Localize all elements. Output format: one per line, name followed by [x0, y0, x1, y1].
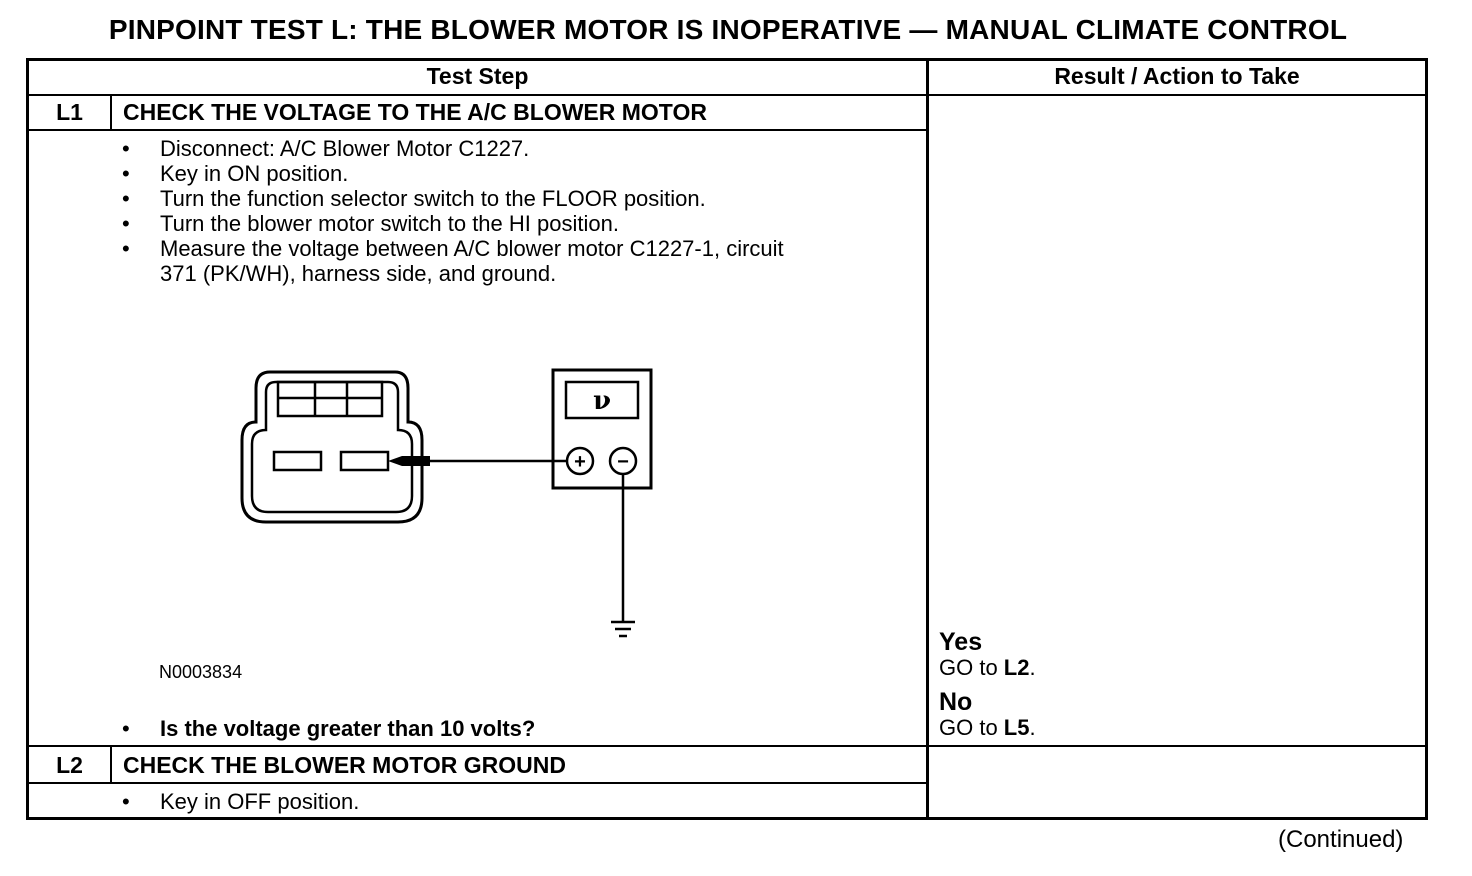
positive-terminal-icon — [565, 446, 595, 476]
table-border-top — [26, 58, 1428, 61]
svg-text:−: − — [617, 451, 629, 473]
page-title: PINPOINT TEST L: THE BLOWER MOTOR IS INO… — [108, 14, 1348, 45]
step-title-l2: CHECK THE BLOWER MOTOR GROUND — [123, 752, 566, 778]
step-question-l1: •Is the voltage greater than 10 volts? — [122, 716, 536, 741]
bullet-icon: • — [122, 716, 130, 741]
step-instructions-l2: •Key in OFF position. — [122, 789, 360, 814]
svg-text:+: + — [574, 451, 586, 473]
link-l2[interactable]: L2 — [1003, 655, 1030, 680]
bullet-icon: • — [122, 236, 130, 261]
figure-id: N0003834 — [159, 662, 243, 682]
ground-symbol-icon — [611, 620, 635, 638]
bullet-icon: • — [122, 161, 130, 186]
list-item: •Measure the voltage between A/C blower … — [122, 236, 784, 261]
step-id-l1: L1 — [56, 99, 83, 125]
l2-id-divider — [110, 746, 112, 783]
list-item: •Disconnect: A/C Blower Motor C1227. — [122, 136, 530, 161]
bullet-icon: • — [122, 136, 130, 161]
result-no-label: No — [939, 688, 973, 716]
connector-terminal-2 — [272, 450, 323, 472]
header-test-step: Test Step — [426, 63, 529, 89]
list-item: •Turn the blower motor switch to the HI … — [122, 211, 619, 236]
column-divider — [926, 58, 929, 820]
test-probe-icon — [388, 456, 430, 466]
bullet-icon: • — [122, 789, 130, 814]
header-rule — [26, 94, 1428, 96]
voltmeter-display — [564, 380, 640, 420]
result-no-action: GO to L5. — [939, 715, 1036, 740]
voltmeter-symbol: ν — [593, 386, 611, 416]
connector-outline-icon — [240, 370, 424, 524]
table-border-right — [1425, 58, 1428, 820]
bullet-icon: • — [122, 211, 130, 236]
list-item-continuation: 371 (PK/WH), harness side, and ground. — [160, 261, 557, 286]
step-id-l2: L2 — [56, 752, 83, 778]
table-border-left — [26, 58, 29, 820]
list-item: •Key in ON position. — [122, 161, 349, 186]
result-yes-label: Yes — [939, 628, 983, 656]
l1-bottom-rule — [26, 745, 1428, 747]
voltage-test-diagram: ν + − — [240, 368, 653, 638]
header-result-action: Result / Action to Take — [1054, 63, 1300, 89]
result-yes-action: GO to L2. — [939, 655, 1036, 680]
table-border-bottom — [26, 817, 1428, 820]
l2-title-rule — [26, 782, 928, 784]
list-item: •Turn the function selector switch to th… — [122, 186, 706, 211]
l1-id-divider — [110, 94, 112, 130]
bullet-icon: • — [122, 186, 130, 211]
continued-note: (Continued) — [1278, 826, 1404, 853]
step-instructions-l1: •Disconnect: A/C Blower Motor C1227. •Ke… — [122, 136, 784, 286]
voltmeter-icon — [551, 368, 653, 490]
connector-terminal-1 — [339, 450, 390, 472]
link-l5[interactable]: L5 — [1003, 715, 1030, 740]
step-title-l1: CHECK THE VOLTAGE TO THE A/C BLOWER MOTO… — [123, 99, 707, 125]
l1-title-rule — [26, 129, 928, 131]
